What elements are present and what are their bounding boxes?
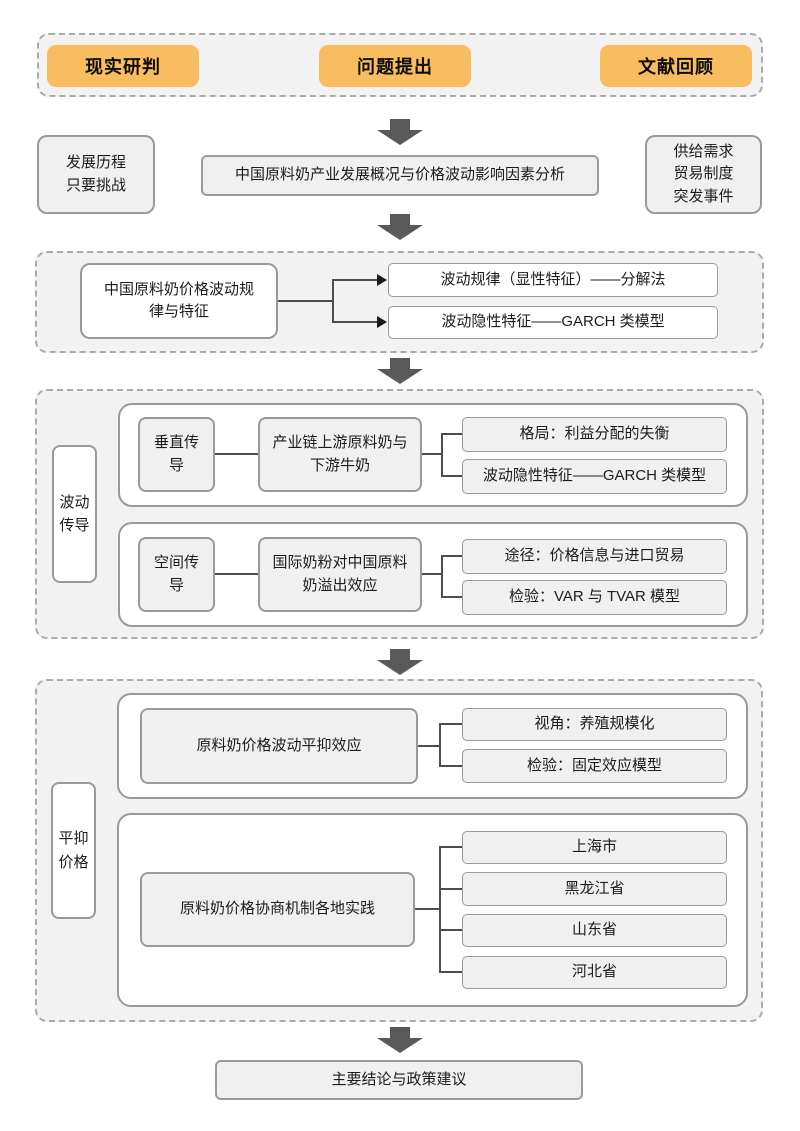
connector-line: [441, 555, 443, 598]
connector-line: [415, 908, 439, 910]
box-line: 产业链上游原料奶与: [272, 434, 408, 451]
arrow-stem: [390, 214, 410, 225]
tag-reality-judgement: 现实研判: [47, 45, 199, 87]
box-line: 突发事件: [673, 187, 734, 205]
connector-line: [441, 929, 462, 931]
box-line: 律与特征: [148, 303, 209, 320]
influence-factors-box: 供给需求 贸易制度 突发事件: [645, 135, 762, 214]
connector-line: [332, 279, 334, 323]
connector-line: [441, 888, 462, 890]
price-info-trade-box: 途径：价格信息与进口贸易: [462, 539, 727, 574]
down-arrow-5: [377, 1027, 423, 1053]
connector-line: [441, 971, 462, 973]
box-line: 下游牛奶: [309, 456, 370, 474]
connector-line: [439, 723, 441, 767]
vertical-transmission-tag: 垂直传 导: [138, 417, 215, 492]
connector-line: [334, 279, 378, 281]
tag-problem-statement: 问题提出: [319, 45, 471, 87]
connector-line: [278, 300, 332, 302]
connector-line: [443, 555, 462, 557]
arrowhead-icon: [377, 274, 387, 286]
box-line: 垂直传: [153, 434, 199, 451]
development-history-box: 发展历程 只要挑战: [37, 135, 155, 214]
connector-line: [441, 433, 443, 477]
arrow-stem: [390, 1027, 410, 1038]
down-arrow-2: [377, 214, 423, 240]
fixed-effect-box: 检验：固定效应模型: [462, 749, 727, 783]
tag-literature-review: 文献回顾: [600, 45, 752, 87]
stabilize-side-label: 平抑 价格: [51, 782, 96, 919]
spatial-transmission-tag: 空间传 导: [138, 537, 215, 612]
connector-line: [441, 765, 462, 767]
down-arrow-4: [377, 649, 423, 675]
arrow-stem: [390, 358, 410, 369]
label-line: 传导: [59, 517, 90, 534]
label-line: 波动: [59, 493, 90, 511]
arrow-head: [377, 660, 423, 675]
arrow-head: [377, 130, 423, 145]
box-line: 导: [168, 456, 184, 474]
connector-line: [334, 321, 378, 323]
transmission-side-label: 波动 传导: [52, 445, 97, 583]
connector-line: [441, 846, 462, 848]
arrow-head: [377, 225, 423, 240]
box-line: 导: [168, 576, 184, 594]
connector-line: [215, 453, 258, 455]
label-line: 价格: [58, 853, 89, 871]
label-line: 平抑: [58, 830, 89, 848]
region-shanghai-box: 上海市: [462, 831, 727, 864]
down-arrow-1: [377, 119, 423, 145]
connector-line: [443, 433, 462, 435]
box-line: 空间传: [153, 554, 199, 571]
connector-line: [441, 723, 462, 725]
connector-line: [422, 453, 441, 455]
garch-model-box: 波动隐性特征——GARCH 类模型: [388, 306, 718, 339]
arrow-head: [377, 369, 423, 384]
box-line: 发展历程: [65, 154, 126, 171]
box-line: 供给需求: [673, 142, 734, 160]
down-arrow-3: [377, 358, 423, 384]
arrow-stem: [390, 649, 410, 660]
box-line: 中国原料奶价格波动规: [103, 280, 254, 298]
region-hebei-box: 河北省: [462, 956, 727, 989]
scale-farming-box: 视角：养殖规模化: [462, 708, 727, 741]
garch-transmission-box: 波动隐性特征——GARCH 类模型: [462, 459, 727, 494]
connector-line: [439, 846, 441, 973]
var-tvar-box: 检验：VAR 与 TVAR 模型: [462, 580, 727, 615]
industry-chain-box: 产业链上游原料奶与 下游牛奶: [258, 417, 422, 492]
smoothing-effect-box: 原料奶价格波动平抑效应: [140, 708, 418, 784]
region-heilongjiang-box: 黑龙江省: [462, 872, 727, 906]
volatility-pattern-source-box: 中国原料奶价格波动规 律与特征: [80, 263, 278, 339]
conclusion-box: 主要结论与政策建议: [215, 1060, 583, 1100]
connector-line: [422, 573, 441, 575]
international-spillover-box: 国际奶粉对中国原料 奶溢出效应: [258, 537, 422, 612]
arrow-head: [377, 1038, 423, 1053]
connector-line: [418, 745, 439, 747]
connector-line: [215, 573, 258, 575]
box-line: 贸易制度: [673, 165, 734, 183]
arrow-stem: [390, 119, 410, 130]
box-line: 只要挑战: [65, 176, 126, 194]
negotiation-mechanism-box: 原料奶价格协商机制各地实践: [140, 872, 415, 947]
box-line: 国际奶粉对中国原料: [272, 554, 408, 571]
arrowhead-icon: [377, 316, 387, 328]
connector-line: [443, 475, 462, 477]
industry-overview-box: 中国原料奶产业发展概况与价格波动影响因素分析: [201, 155, 599, 196]
region-shandong-box: 山东省: [462, 914, 727, 947]
connector-line: [443, 596, 462, 598]
decomposition-method-box: 波动规律（显性特征）——分解法: [388, 263, 718, 297]
benefit-imbalance-box: 格局：利益分配的失衡: [462, 417, 727, 452]
box-line: 奶溢出效应: [302, 576, 378, 594]
